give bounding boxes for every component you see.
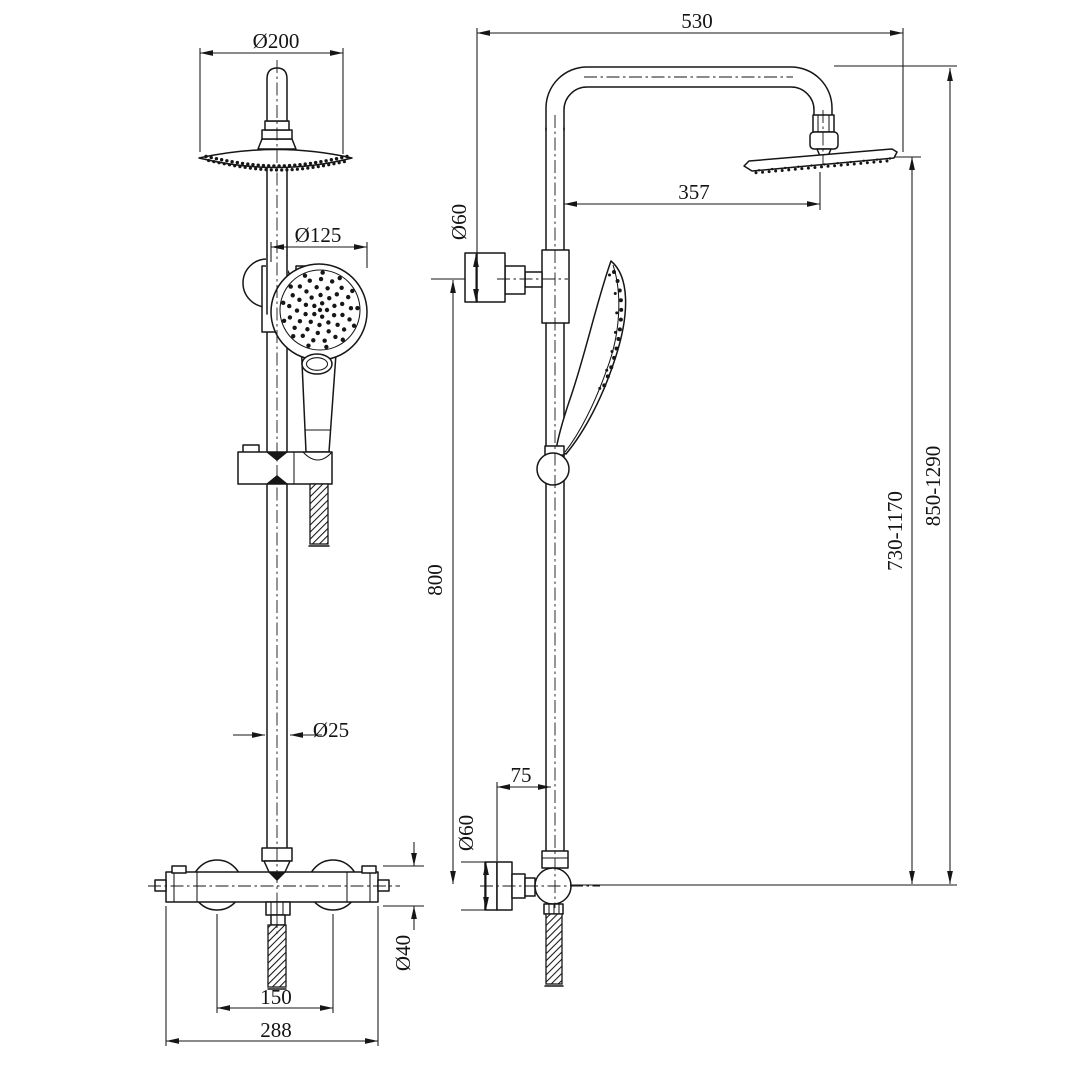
- dimension-valve-diameter: Ø40: [383, 842, 424, 971]
- dimension-pipe-diameter: Ø25: [233, 718, 349, 742]
- dimension-head-to-valve-range: 730-1170: [883, 156, 921, 884]
- dimension-hand-shower-diameter: Ø125: [270, 223, 368, 268]
- nozzle-texture-front: [204, 154, 349, 172]
- side-view: 530 357 Ø60 800 75 Ø: [423, 9, 957, 987]
- hand-shower-side: [536, 260, 627, 486]
- dimension-riser-length: 800: [423, 278, 465, 884]
- dimension-wall-offset: 75: [496, 763, 551, 861]
- dim-label-overall-height-range: 850-1290: [921, 446, 945, 527]
- dim-label-bottom-bracket-diameter: Ø60: [454, 815, 478, 851]
- dim-label-hand-shower-diameter: Ø125: [295, 223, 342, 247]
- wall-bracket-top: [464, 249, 570, 324]
- shower-valve-front: [154, 847, 390, 926]
- dim-label-head-to-valve-range: 730-1170: [883, 491, 907, 571]
- spray-nozzles-front: [280, 270, 360, 350]
- rain-shower-head-side: [743, 148, 898, 175]
- valve-hose-side: [544, 913, 564, 987]
- dim-label-head-diameter: Ø200: [253, 29, 300, 53]
- dim-label-inlet-spacing: 150: [260, 985, 292, 1009]
- dimension-arm-reach: 530: [476, 9, 904, 253]
- dim-label-top-bracket-diameter: Ø60: [447, 204, 471, 240]
- dimension-head-diameter: Ø200: [199, 29, 344, 154]
- dimension-head-offset: 357: [564, 172, 821, 210]
- riser-pipe-side: [545, 127, 565, 852]
- front-view: Ø200 Ø125 Ø25 150 288: [148, 29, 424, 1046]
- slider-ball-side: [536, 452, 570, 486]
- shower-arm-side: [545, 66, 839, 157]
- shower-valve-side: [484, 850, 572, 915]
- dimension-top-bracket-diameter: Ø60: [447, 204, 479, 302]
- slider-holder-front: [237, 444, 333, 485]
- dim-label-head-offset: 357: [678, 180, 710, 204]
- dim-label-riser-length: 800: [423, 564, 447, 596]
- spray-nozzles-side: [598, 270, 624, 390]
- dim-label-pipe-diameter: Ø25: [313, 718, 349, 742]
- dim-label-valve-diameter: Ø40: [391, 935, 415, 971]
- dim-label-valve-width: 288: [260, 1018, 292, 1042]
- dimension-valve-width: 288: [165, 906, 379, 1046]
- dimension-overall-height-range: 850-1290: [834, 65, 957, 884]
- hand-shower-front: [270, 263, 368, 453]
- dimension-bottom-bracket-diameter: Ø60: [454, 815, 489, 911]
- nozzle-texture-side: [754, 157, 892, 175]
- rain-shower-head-front: [198, 67, 353, 172]
- dim-label-arm-reach: 530: [681, 9, 713, 33]
- valve-outlet-hose-front: [267, 924, 287, 990]
- dim-label-wall-offset: 75: [511, 763, 532, 787]
- dimension-inlet-spacing: 150: [216, 914, 334, 1013]
- hand-shower-hose-front: [308, 483, 330, 547]
